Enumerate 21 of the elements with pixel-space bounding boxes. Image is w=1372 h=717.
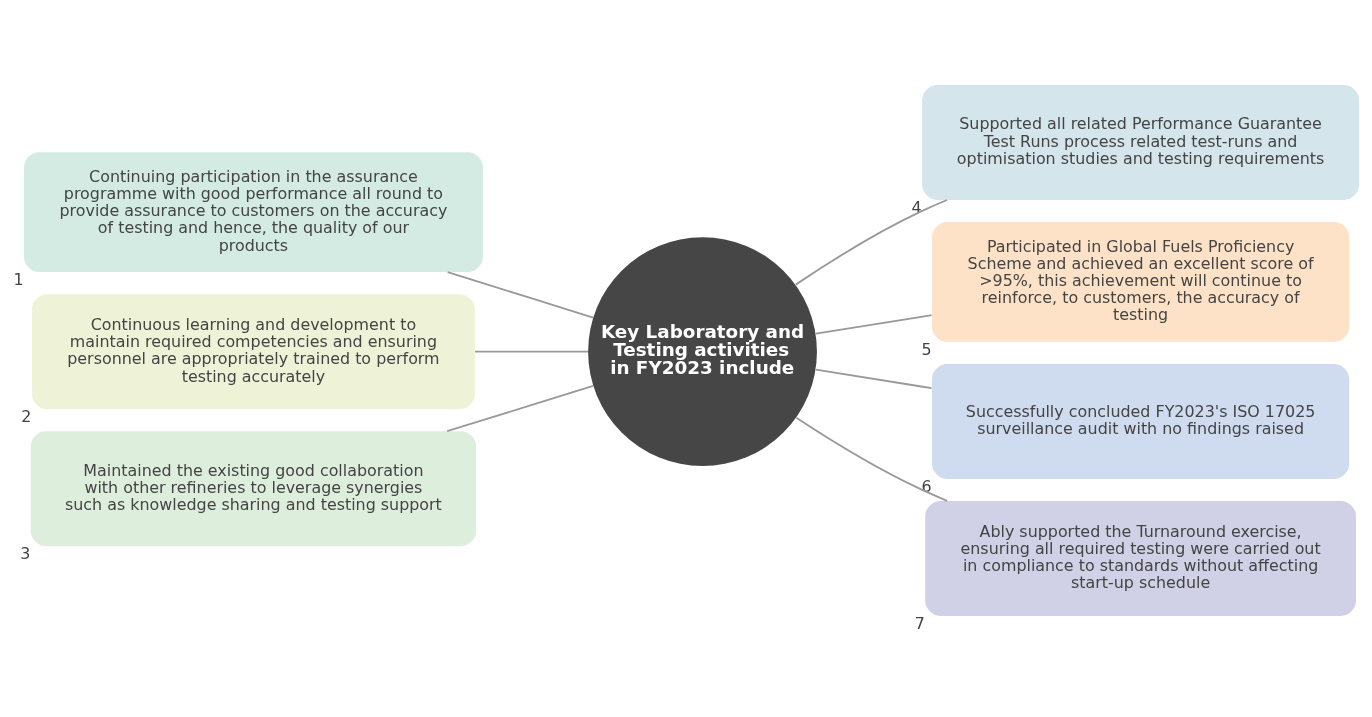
node-box: Maintained the existing good collaboration with other refineries to leverage synergies such as knowledge sharing and testing support [30, 430, 477, 546]
node-label: 1 [13, 269, 24, 289]
node-label: 2 [21, 406, 32, 426]
node-box: Continuous learning and development to maintain required competencies and ensuring personnel are appropriately trained to perform testing accurately [31, 293, 475, 409]
connector [446, 384, 594, 432]
node-label: 3 [20, 543, 31, 563]
connector [815, 368, 933, 389]
node-label: 5 [921, 339, 932, 359]
node-label: 7 [914, 613, 925, 633]
connector [474, 350, 589, 353]
node-box: Ably supported the Turnaround exercise, ensuring all required testing were carried out in compliance to standards without affecting start-up schedule [925, 500, 1356, 616]
node-box: Participated in Global Fuels Proficiency Scheme and achieved an excellent score of >95%, this achievement will continue to reinforce, to customers, the accuracy of testing [931, 221, 1350, 342]
node-box: Continuing participation in the assurance programme with good performance all round to provide assurance to customers on the accuracy of testing and hence, the quality of our products [24, 151, 483, 272]
node-box: Supported all related Performance Guarantee Test Runs process related test-runs and optimisation studies and testing requirements [922, 84, 1360, 200]
connector [795, 416, 948, 502]
connector [815, 313, 933, 335]
node-circle: Key Laboratory and Testing activities in FY2023 include [588, 236, 817, 466]
connector [446, 270, 594, 319]
node-box: Successfully concluded FY2023's ISO 17025 surveillance audit with no findings raised [931, 363, 1350, 479]
connector [794, 198, 948, 286]
node-label: 4 [911, 197, 922, 217]
